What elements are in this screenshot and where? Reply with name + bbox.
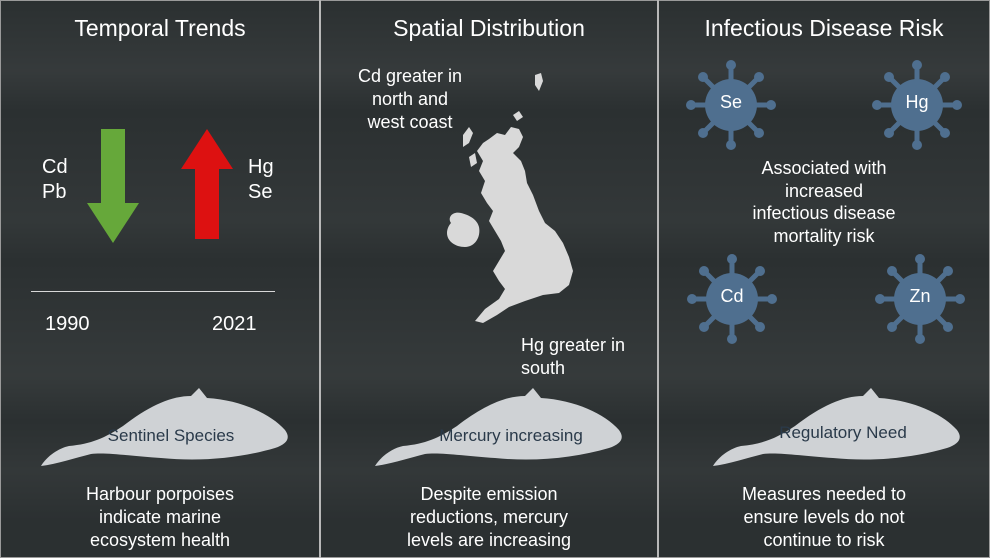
panel-caption: Harbour porpoises indicate marine ecosys… [1, 483, 319, 552]
note-line: west coast [367, 112, 453, 132]
caption-line: Harbour porpoises [85, 484, 235, 504]
caption-line: indicate marine [98, 507, 222, 527]
note-line: north and [371, 89, 449, 109]
text-line: infectious disease [752, 203, 896, 223]
virus-icon: Cd [686, 253, 778, 345]
panel-infectious-disease-risk: Infectious Disease Risk Se [659, 1, 989, 557]
virus-icon: Hg [871, 59, 963, 151]
caption-line: levels are increasing [406, 530, 572, 550]
whale-label: Regulatory Need [779, 423, 907, 442]
increasing-metal-hg: Hg [248, 156, 274, 178]
panel-title: Spatial Distribution [393, 15, 585, 41]
caption-line: Despite emission [420, 484, 558, 504]
decreasing-metal-cd: Cd [42, 156, 68, 178]
decreasing-metal-pb: Pb [42, 181, 67, 203]
association-text: Associated with increased infectious dis… [659, 157, 989, 247]
north-note: Cd greater in north and west coast [335, 65, 485, 134]
caption-line: ensure levels do not [743, 507, 905, 527]
panel-spatial-distribution: Spatial Distribution Cd greater in north… [321, 1, 657, 557]
text-line: Associated with [761, 158, 887, 178]
panel-divider [657, 0, 659, 558]
text-line: increased [784, 180, 864, 201]
panel-title: Temporal Trends [74, 15, 246, 41]
note-line: south [521, 358, 566, 378]
panel-divider [319, 0, 321, 558]
uk-map [447, 73, 573, 323]
porpoise-silhouette [375, 388, 622, 466]
down-arrow-icon [87, 129, 139, 243]
porpoise-silhouette [713, 388, 960, 466]
virus-icon: Zn [874, 253, 966, 345]
virus-label: Se [719, 92, 743, 112]
whale-label: Mercury increasing [439, 426, 583, 445]
south-note: Hg greater in south [521, 334, 625, 380]
virus-icon: Se [685, 59, 777, 151]
year-start: 1990 [45, 313, 90, 335]
caption-line: Measures needed to [741, 484, 907, 504]
timeline-line [31, 291, 275, 292]
virus-label: Zn [909, 286, 931, 306]
panel-caption: Measures needed to ensure levels do not … [659, 483, 989, 552]
caption-line: continue to risk [763, 530, 885, 550]
caption-line: reductions, mercury [409, 507, 569, 527]
caption-line: ecosystem health [89, 530, 231, 550]
panel-title: Infectious Disease Risk [704, 15, 944, 41]
virus-label: Hg [905, 92, 929, 112]
text-line: mortality risk [773, 225, 875, 246]
whale-label: Sentinel Species [107, 426, 235, 445]
year-end: 2021 [212, 313, 257, 335]
virus-label: Cd [720, 286, 744, 306]
increasing-metal-se: Se [248, 181, 273, 203]
panel-temporal-trends: Temporal Trends Cd Pb Hg Se 1990 2021 Se… [1, 1, 319, 557]
up-arrow-icon [181, 129, 233, 239]
note-line: Hg greater in [521, 335, 626, 355]
panel-caption: Despite emission reductions, mercury lev… [321, 483, 657, 552]
porpoise-silhouette [41, 388, 288, 466]
note-line: Cd greater in [357, 66, 463, 86]
